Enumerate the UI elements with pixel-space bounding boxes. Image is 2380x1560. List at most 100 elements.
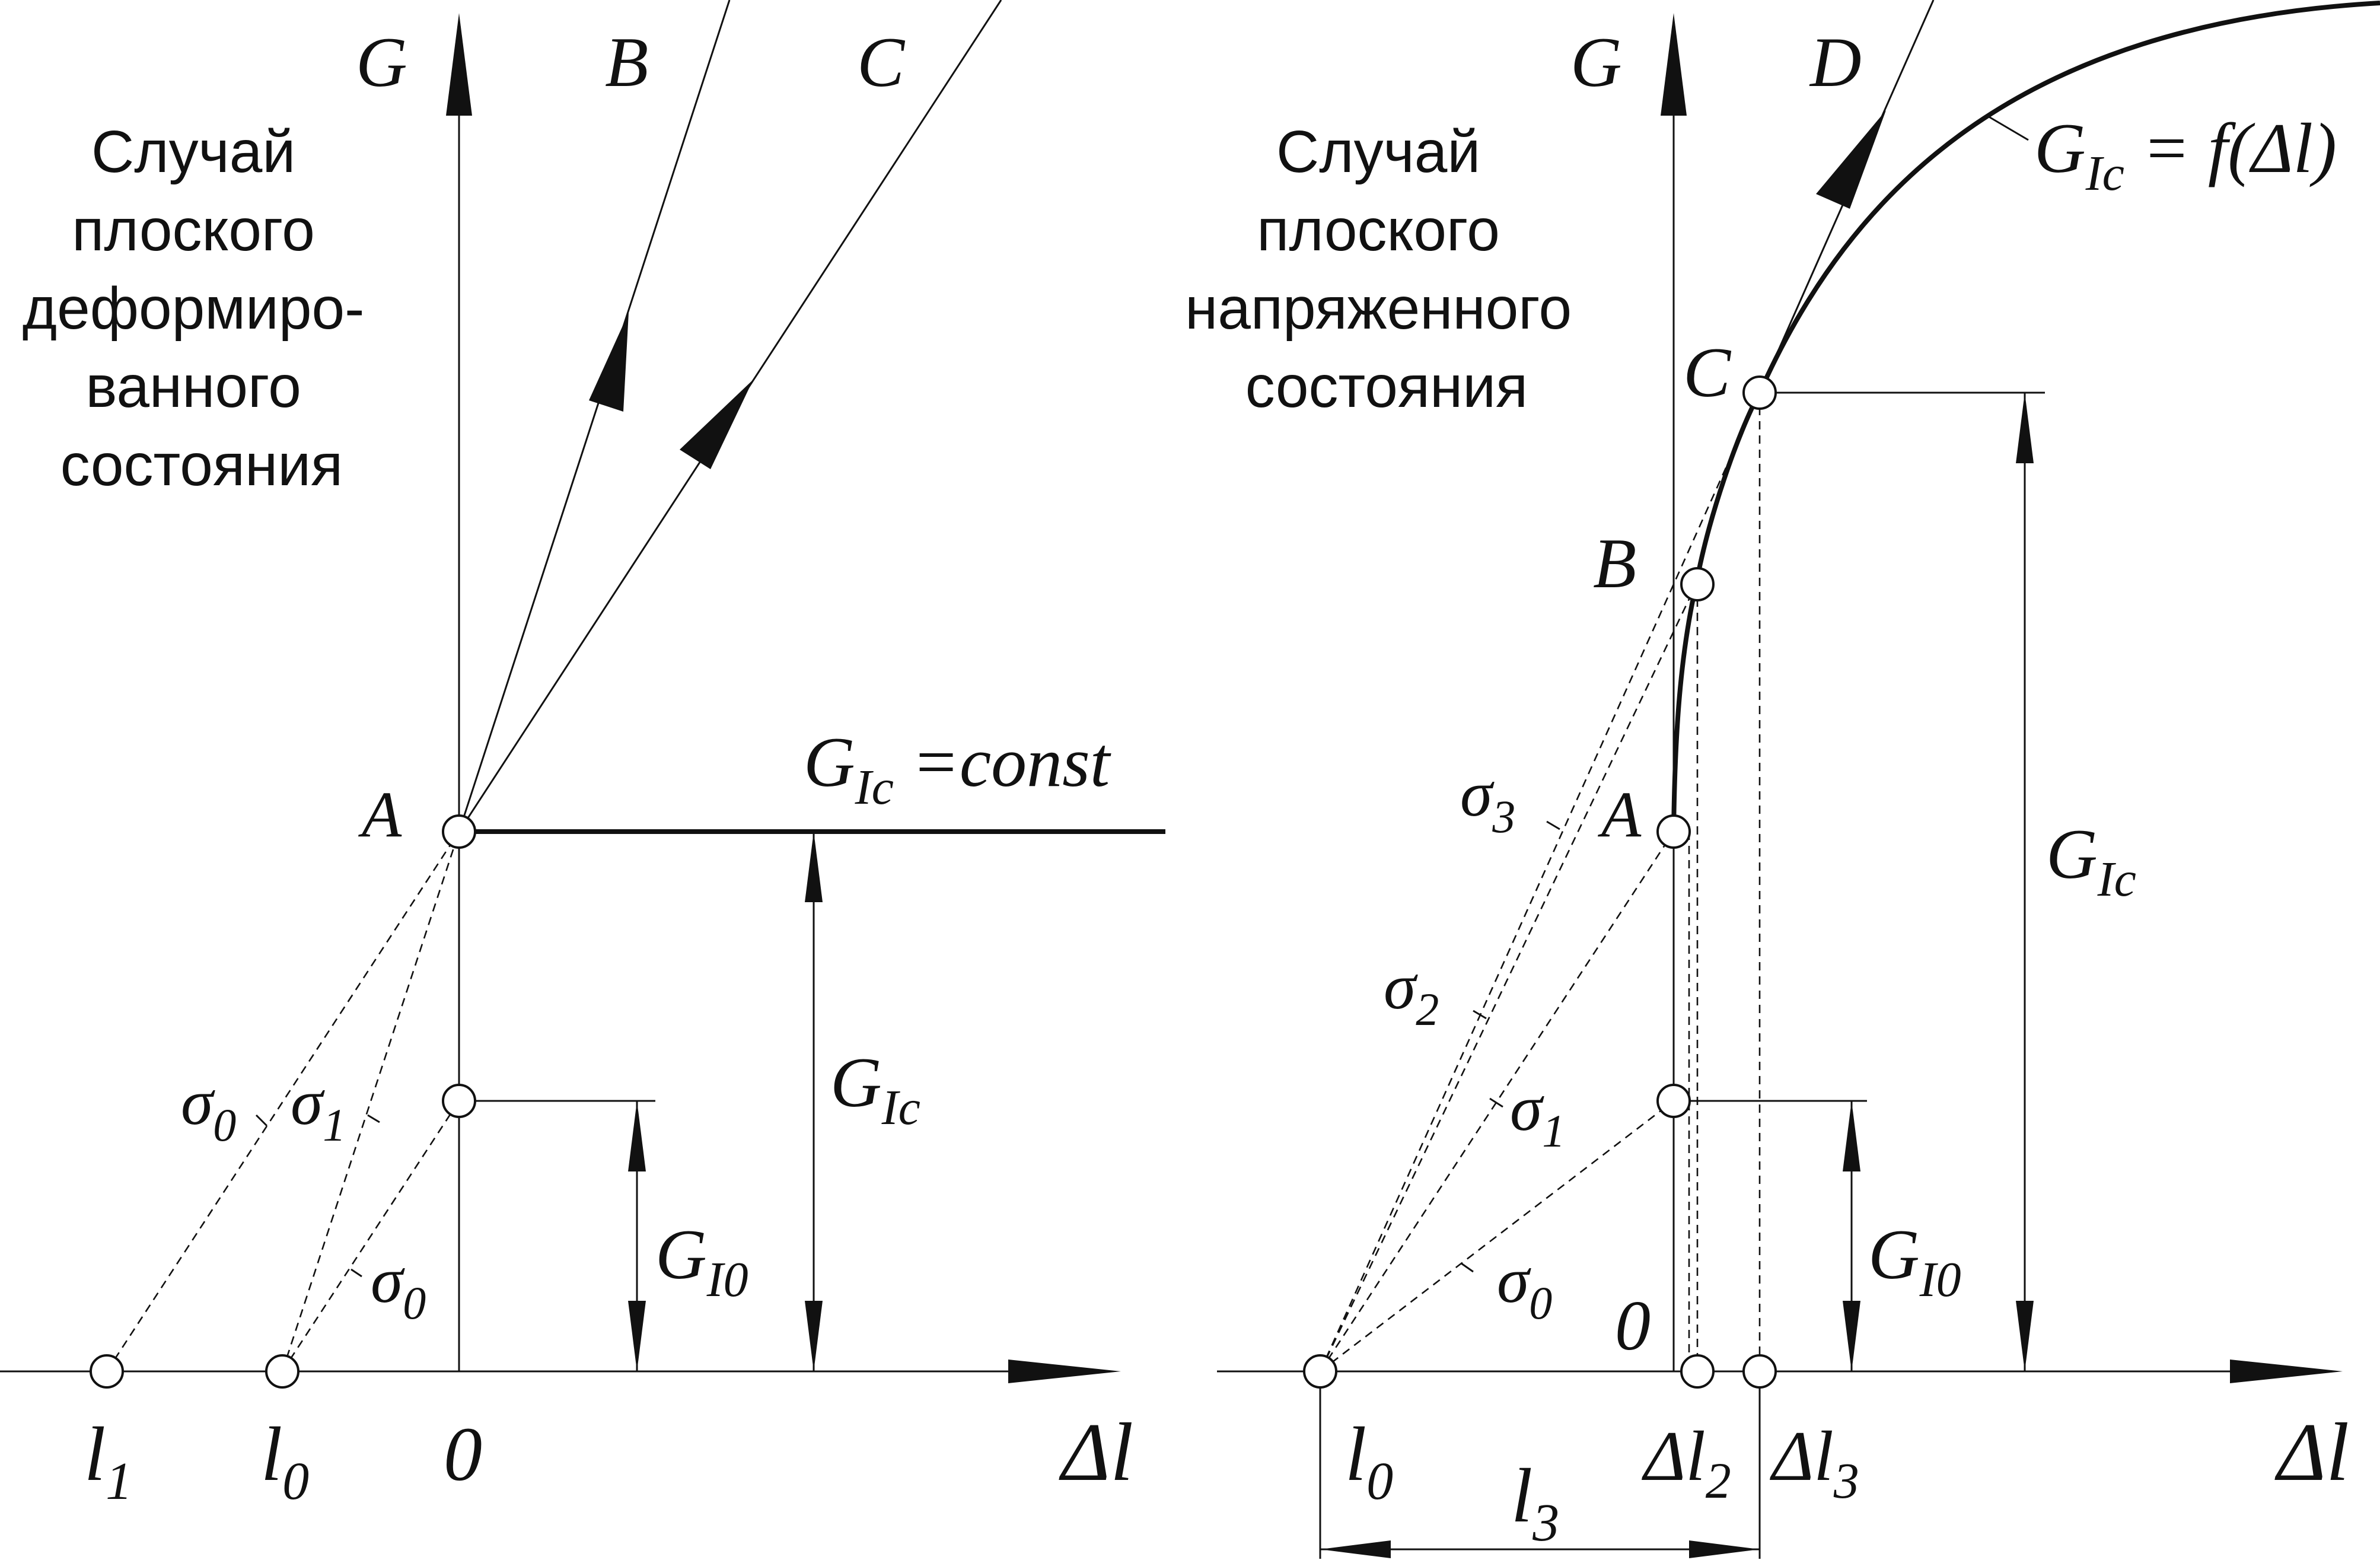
- right-point-dl3: [1742, 1354, 1777, 1389]
- right-ray-a: [1319, 831, 1675, 1372]
- left-gic-const-main: G: [804, 722, 855, 801]
- right-ray-c: [1319, 392, 1761, 1372]
- left-heading-line-2: плоского: [72, 197, 315, 263]
- right-sigma1-label: σ1: [1510, 1072, 1565, 1157]
- right-heading-line-1: Случай: [1276, 119, 1480, 185]
- left-gi0-sub: I0: [706, 1252, 748, 1307]
- right-label-c: C: [1683, 333, 1732, 412]
- right-ray-b: [1319, 584, 1697, 1372]
- left-l0-label: l0: [261, 1412, 309, 1511]
- right-dl3-sub: 3: [1833, 1452, 1859, 1509]
- right-line-d-arrow: [1816, 110, 1886, 209]
- left-label-a: A: [358, 778, 402, 851]
- left-y-axis-arrow: [446, 13, 472, 116]
- left-l1-sub: 1: [106, 1452, 132, 1511]
- right-heading-line-2: плоского: [1257, 197, 1500, 263]
- right-point-l0: [1303, 1354, 1337, 1389]
- right-sigma1-main: σ: [1510, 1072, 1544, 1144]
- left-axis-dl-label: Δl: [1059, 1406, 1133, 1498]
- left-sigma1-main: σ: [291, 1066, 325, 1138]
- right-l0-main: l: [1345, 1412, 1366, 1497]
- right-gic-f-leader: [1987, 115, 2029, 141]
- right-axis-dl-label: Δl: [2274, 1406, 2349, 1498]
- left-ray-l0-g0: [281, 1100, 460, 1372]
- left-heading-line-5: состояния: [60, 432, 343, 498]
- right-gic-f-rest: = f(Δl): [2124, 109, 2337, 187]
- right-heading: Случай плоского напряженного состояния: [1185, 119, 1588, 420]
- right-gi0-main: G: [1868, 1215, 1920, 1294]
- right-l3-arrow-right: [1689, 1540, 1760, 1558]
- left-gic-const-rest: =const: [894, 722, 1111, 801]
- right-axis-g-label: G: [1570, 23, 1622, 101]
- right-dl3-main: Δl: [1770, 1416, 1834, 1495]
- right-gic-f-main: G: [2034, 109, 2086, 187]
- right-l0-label: l0: [1345, 1412, 1393, 1511]
- left-gic-arrow-up: [805, 832, 823, 902]
- right-l3-arrow-left: [1320, 1540, 1391, 1558]
- right-sigma0-label: σ0: [1497, 1244, 1552, 1329]
- left-gi0-arrow-up: [628, 1101, 646, 1171]
- right-sigma3-tick: [1546, 820, 1560, 830]
- left-gic-const-sub: Ic: [855, 760, 894, 815]
- right-gic-arrow-up: [2016, 393, 2034, 463]
- left-x-axis-arrow: [1008, 1360, 1121, 1383]
- left-sigma0b-sub: 0: [403, 1277, 426, 1329]
- left-line-b: [458, 0, 731, 832]
- right-l3-label: l3: [1511, 1453, 1559, 1552]
- right-sigma2-tick: [1473, 1010, 1487, 1020]
- left-sigma0-label: σ0: [181, 1066, 236, 1151]
- right-y-axis-arrow: [1661, 13, 1687, 116]
- left-sigma0-tick: [255, 1114, 268, 1127]
- right-dl2-main: Δl: [1642, 1416, 1706, 1495]
- right-sigma0-main: σ: [1497, 1244, 1531, 1316]
- left-l1-label: l1: [84, 1412, 132, 1511]
- right-gic-sub: Ic: [2097, 852, 2136, 907]
- left-gic-const-label: GIc =const: [804, 722, 1111, 815]
- right-label-a: A: [1597, 778, 1642, 851]
- left-heading-line-4: ванного: [85, 354, 301, 420]
- right-dl2-label: Δl2: [1642, 1416, 1731, 1509]
- left-point-l1: [90, 1354, 124, 1389]
- left-ray-l1-a: [106, 831, 460, 1372]
- left-gi0-arrow-down: [628, 1301, 646, 1371]
- right-sigma3-main: σ: [1460, 757, 1495, 830]
- left-sigma1-label: σ1: [291, 1066, 346, 1151]
- left-gic-arrow-down: [805, 1301, 823, 1371]
- right-gic-main: G: [2046, 814, 2098, 893]
- left-l0-main: l: [261, 1412, 282, 1497]
- right-sigma1-sub: 1: [1542, 1105, 1565, 1157]
- right-sigma1-tick: [1489, 1097, 1503, 1108]
- right-sigma0-tick: [1461, 1262, 1474, 1273]
- left-gic-label: GIc: [830, 1043, 920, 1135]
- right-sigma0-sub: 0: [1529, 1277, 1552, 1329]
- right-heading-line-4: состояния: [1245, 354, 1528, 420]
- left-line-b-arrow: [589, 313, 629, 412]
- left-gic-sub: Ic: [881, 1080, 920, 1135]
- left-origin-label: 0: [444, 1412, 482, 1497]
- left-point-l0: [265, 1354, 300, 1389]
- right-gi0-sub: I0: [1919, 1252, 1961, 1307]
- left-sigma1-sub: 1: [323, 1099, 346, 1151]
- left-point-gi0: [442, 1084, 476, 1118]
- right-gi0-label: GI0: [1868, 1215, 1961, 1307]
- left-point-a: [442, 814, 476, 849]
- left-gi0-label: GI0: [655, 1215, 748, 1307]
- right-sigma3-label: σ3: [1460, 757, 1515, 842]
- right-sigma2-sub: 2: [1416, 983, 1439, 1035]
- left-panel: Случай плоского деформиро- ванного состо…: [0, 0, 1165, 1511]
- left-l0-sub: 0: [282, 1452, 309, 1511]
- right-sigma2-main: σ: [1384, 950, 1418, 1023]
- right-l0-sub: 0: [1366, 1452, 1393, 1511]
- right-panel: Случай плоского напряженного состояния G…: [1185, 0, 2380, 1559]
- right-label-b: B: [1593, 524, 1636, 603]
- right-l3-sub: 3: [1532, 1494, 1559, 1552]
- right-gic-arrow-down: [2016, 1301, 2034, 1371]
- right-sigma3-sub: 3: [1492, 791, 1515, 842]
- right-gic-label: GIc: [2046, 814, 2136, 907]
- right-point-dl2: [1680, 1354, 1715, 1389]
- right-heading-line-3: напряженного: [1185, 275, 1572, 342]
- left-sigma0-main: σ: [181, 1066, 215, 1138]
- right-origin-label: 0: [1615, 1286, 1651, 1365]
- right-sigma2-label: σ2: [1384, 950, 1439, 1035]
- right-ray-g0: [1320, 1100, 1674, 1373]
